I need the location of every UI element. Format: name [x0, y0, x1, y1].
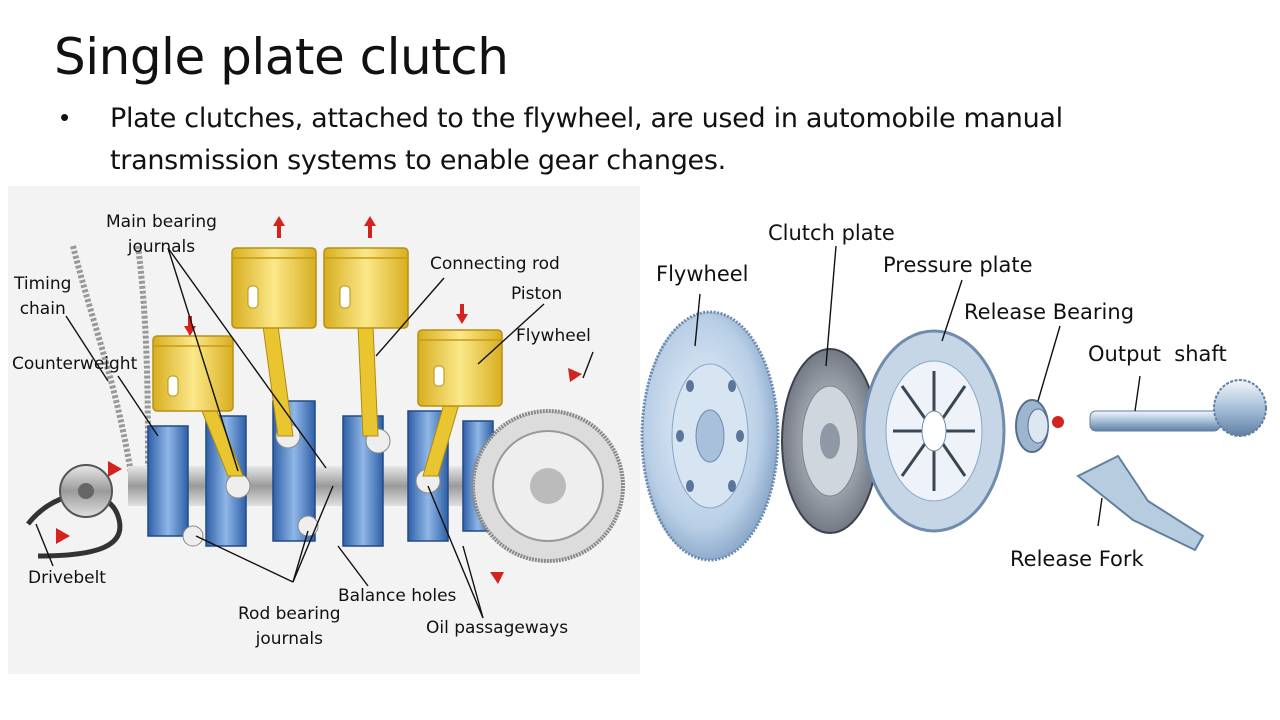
label-drivebelt: Drivebelt	[28, 568, 106, 588]
label-output-shaft: Output shaft	[1088, 342, 1227, 366]
label-rod-bearing-journals-l1: Rod bearing	[238, 604, 341, 624]
label-piston: Piston	[511, 284, 563, 304]
label-oil-passageways: Oil passageways	[426, 618, 569, 638]
clutch-diagram: Flywheel Clutch plate Pressure plate Rel…	[640, 186, 1272, 674]
label-release-fork: Release Fork	[1010, 547, 1144, 571]
label-clutch-plate: Clutch plate	[768, 221, 895, 245]
label-timing-chain-l1: Timing	[14, 274, 72, 294]
engine-illustration	[26, 216, 625, 619]
label-pressure-plate: Pressure plate	[883, 253, 1033, 277]
engine-diagram: Main bearing journals Timing chain Conne…	[8, 186, 640, 674]
label-timing-chain: Timing chain	[14, 272, 71, 322]
label-main-bearing-journals-l2: journals	[127, 237, 196, 257]
label-connecting-rod: Connecting rod	[430, 254, 560, 274]
label-main-bearing-journals-l1: Main bearing	[106, 212, 217, 232]
label-main-bearing-journals: Main bearing journals	[106, 210, 217, 260]
clutch-illustration	[640, 245, 1267, 562]
label-timing-chain-l2: chain	[19, 299, 66, 319]
label-counterweight: Counterweight	[12, 354, 138, 374]
label-rod-bearing-journals-l2: journals	[255, 629, 323, 649]
label-balance-holes: Balance holes	[338, 586, 457, 606]
label-flywheel-clutch: Flywheel	[656, 262, 749, 286]
bullet-marker: •	[60, 102, 70, 132]
label-flywheel-engine: Flywheel	[516, 326, 591, 346]
label-rod-bearing-journals: Rod bearing journals	[238, 602, 341, 652]
slide-title: Single plate clutch	[54, 28, 509, 86]
bullet-text: Plate clutches, attached to the flywheel…	[110, 103, 1063, 176]
label-release-bearing: Release Bearing	[964, 300, 1135, 324]
